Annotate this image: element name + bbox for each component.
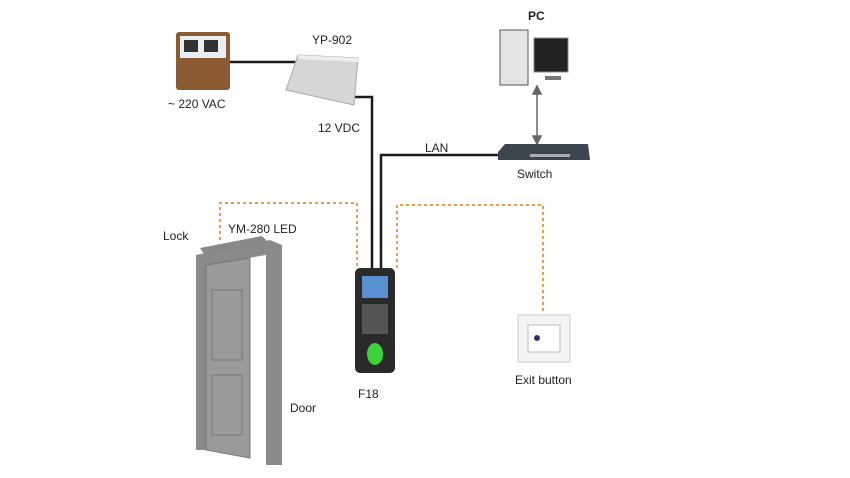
pc-monitor [533, 37, 569, 73]
terminal-keypad [362, 304, 388, 334]
power-supply-yp902 [285, 54, 359, 106]
lock-label: Lock [163, 229, 189, 243]
exit-button-label: Exit button [515, 373, 572, 387]
lock-model-label: YM-280 LED [228, 222, 297, 236]
lock-wire [219, 202, 358, 268]
dc-label: 12 VDC [318, 121, 360, 135]
ac-stabilizer [176, 32, 230, 90]
pc [499, 29, 569, 86]
signal-wires [219, 202, 544, 312]
terminal-screen [362, 276, 388, 298]
pc-switch-link [531, 84, 543, 146]
arrow-up-icon [531, 84, 543, 95]
door-frame [196, 240, 282, 465]
lan-wire [379, 153, 500, 270]
exit-button-wire [396, 204, 544, 312]
door-leaf [205, 257, 251, 459]
power-wires [230, 60, 500, 270]
dc-wire [353, 95, 374, 270]
ac-label: ~ 220 VAC [168, 97, 226, 111]
power-supply-label: YP-902 [312, 33, 352, 47]
electric-lock [200, 236, 268, 254]
switch-label: Switch [517, 167, 552, 181]
door-label: Door [290, 401, 316, 415]
lan-label: LAN [425, 141, 448, 155]
arrow-down-icon [531, 135, 543, 146]
pc-tower [499, 29, 529, 86]
terminal-label: F18 [358, 387, 379, 401]
pc-label: PC [528, 9, 545, 23]
exit-button [517, 314, 571, 363]
network-switch [498, 144, 590, 160]
f18-terminal [355, 268, 395, 373]
key-icon [534, 335, 540, 341]
fingerprint-sensor-icon [367, 343, 383, 365]
door [196, 240, 282, 465]
